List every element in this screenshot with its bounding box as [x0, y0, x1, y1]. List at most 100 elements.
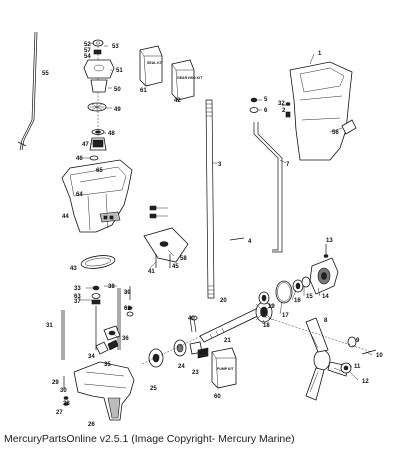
shift-linkage[interactable]	[253, 122, 283, 253]
callout-52: 52	[84, 42, 91, 48]
callout-37: 37	[74, 299, 81, 305]
water-tube[interactable]	[205, 99, 215, 299]
callout-31: 31	[46, 323, 53, 329]
seal-kit-label: SEAL KIT	[147, 61, 164, 65]
callout-21: 21	[224, 338, 231, 344]
callout-22: 22	[200, 350, 207, 356]
propeller-shaft[interactable]	[199, 307, 263, 343]
callout-25: 25	[150, 386, 157, 392]
callout-33: 33	[74, 286, 81, 292]
leader-lines	[80, 42, 373, 381]
bolt-13	[323, 244, 329, 258]
bearing-carrier[interactable]	[309, 257, 339, 295]
callout-44: 44	[62, 214, 69, 220]
callout-63: 63	[74, 294, 81, 300]
callout-14: 14	[322, 294, 329, 300]
exploded-parts-diagram: SEAL KIT GEAR HSG KIT PUMP KIT	[17, 31, 383, 428]
callout-numbers: 1 2 3 4 5 6 7 8 9 10 11 12 13 14 15 16 1…	[42, 42, 383, 428]
callout-39: 39	[124, 290, 131, 296]
callout-55: 55	[42, 71, 49, 77]
callout-29: 29	[52, 380, 59, 386]
callout-1: 1	[318, 51, 322, 57]
callout-13: 13	[326, 238, 333, 244]
middle-bolts	[126, 286, 134, 317]
callout-56: 56	[332, 130, 339, 136]
callout-3: 3	[218, 162, 222, 168]
callout-65: 65	[96, 168, 103, 174]
bracket-bolts	[149, 205, 171, 268]
o-ring	[275, 280, 293, 304]
callout-4: 4	[248, 239, 252, 245]
callout-16: 16	[294, 298, 301, 304]
callout-24: 24	[178, 364, 185, 370]
callout-18: 18	[263, 323, 270, 329]
callout-32: 32	[278, 101, 285, 107]
callout-45: 45	[172, 264, 179, 270]
callout-19: 19	[268, 304, 275, 310]
water-pump-stack	[83, 39, 115, 161]
left-lower-parts	[61, 285, 121, 360]
callout-15: 15	[306, 294, 313, 300]
gear-housing-fasteners	[63, 376, 69, 406]
callout-27: 27	[56, 410, 63, 416]
callout-35: 35	[104, 362, 111, 368]
shift-rod[interactable]	[17, 31, 38, 151]
callout-17: 17	[282, 313, 289, 319]
callout-46: 46	[76, 156, 83, 162]
callout-42: 42	[174, 98, 181, 104]
callout-7: 7	[286, 162, 290, 168]
propeller[interactable]	[305, 317, 349, 401]
callout-34: 34	[88, 354, 95, 360]
gear-housing-kit-box[interactable]: GEAR HSG KIT	[171, 59, 203, 101]
callout-57: 57	[84, 48, 91, 54]
callout-58: 58	[180, 256, 187, 262]
seal-kit-box[interactable]: SEAL KIT	[139, 45, 164, 87]
bearing-gear-set	[141, 311, 253, 368]
short-tube	[341, 119, 357, 135]
callout-2: 2	[282, 108, 286, 114]
callout-40: 40	[188, 316, 195, 322]
gasket	[80, 255, 116, 269]
callout-23: 23	[192, 370, 199, 376]
callout-12: 12	[362, 379, 369, 385]
callout-54: 54	[84, 54, 91, 60]
callout-43: 43	[70, 266, 77, 272]
callout-64: 64	[76, 192, 83, 198]
copyright-caption: MercuryPartsOnline v2.5.1 (Image Copyrig…	[4, 433, 295, 445]
callout-11: 11	[354, 364, 361, 370]
callout-62: 62	[124, 306, 131, 312]
callout-8: 8	[324, 318, 328, 324]
callout-36: 36	[122, 336, 129, 342]
pump-kit-label: PUMP KIT	[217, 367, 235, 371]
callout-49: 49	[114, 107, 121, 113]
callout-48: 48	[108, 131, 115, 137]
propeller-hardware	[261, 315, 377, 374]
seals	[292, 276, 311, 293]
gear-housing[interactable]	[73, 361, 135, 421]
callout-50: 50	[114, 87, 121, 93]
pinion-shaft	[189, 315, 198, 333]
small-fasteners-top	[249, 97, 291, 118]
pin	[229, 237, 245, 241]
callout-20: 20	[220, 298, 227, 304]
callout-9: 9	[356, 338, 360, 344]
callout-38: 38	[108, 284, 115, 290]
callout-61: 61	[140, 88, 147, 94]
callout-28: 28	[63, 401, 70, 407]
upper-housing[interactable]	[289, 61, 353, 161]
bearing-19	[258, 291, 270, 305]
driveshaft-housing[interactable]	[61, 159, 133, 233]
callout-51: 51	[116, 68, 123, 74]
callout-5: 5	[264, 97, 268, 103]
callout-41: 41	[148, 269, 155, 275]
callout-6: 6	[264, 108, 268, 114]
callout-30: 30	[60, 388, 67, 394]
gear-housing-kit-label: GEAR HSG KIT	[177, 76, 203, 80]
callout-47: 47	[82, 142, 89, 148]
pump-kit-box[interactable]: PUMP KIT	[211, 347, 237, 389]
callout-10: 10	[376, 353, 383, 359]
callout-60: 60	[214, 394, 221, 400]
callout-26: 26	[88, 422, 95, 428]
callout-53: 53	[112, 44, 119, 50]
